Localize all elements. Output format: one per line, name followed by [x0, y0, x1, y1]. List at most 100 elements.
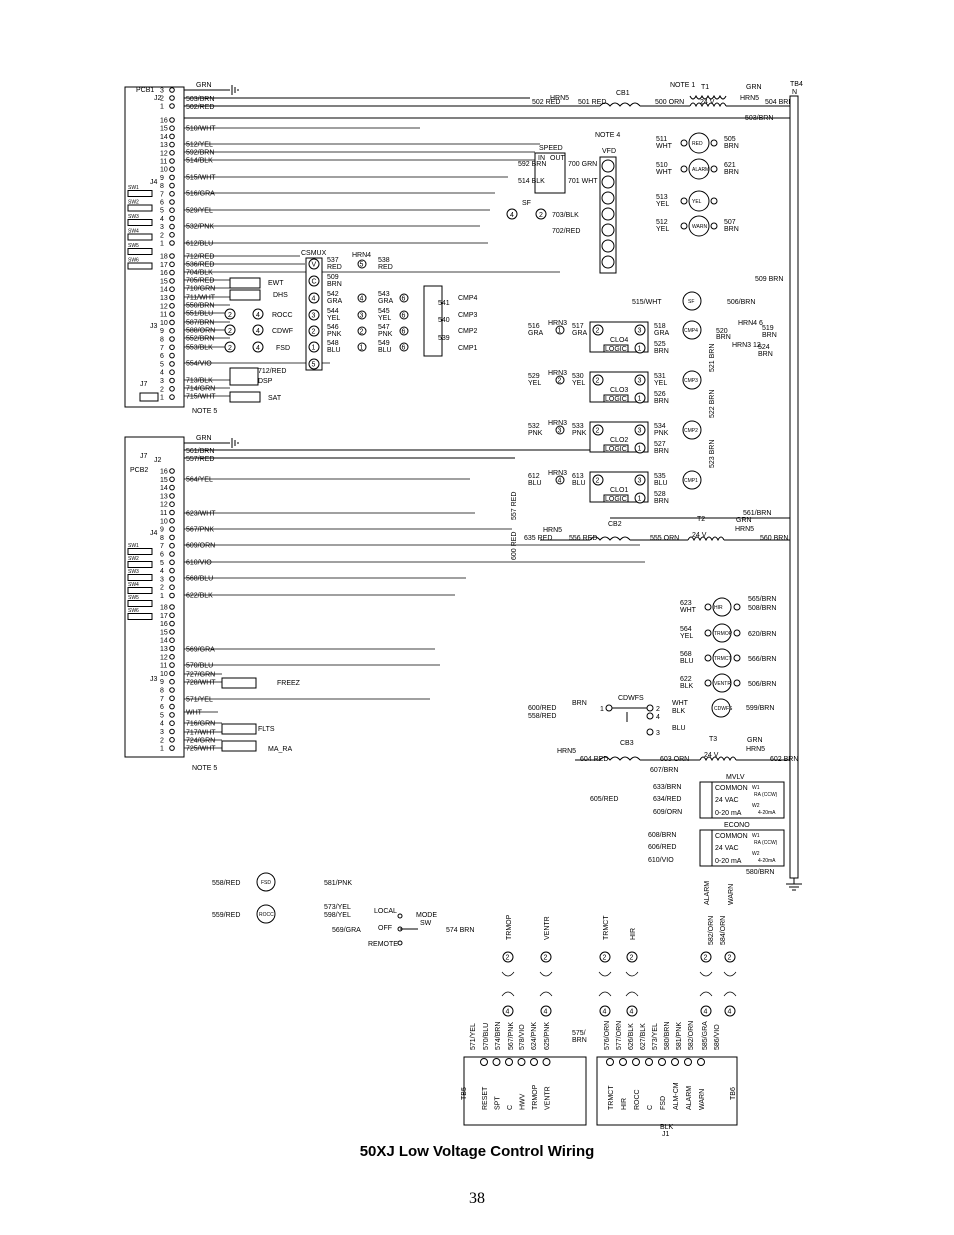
wire-561-brn-right: 561/BRN: [743, 510, 771, 517]
pcb2-label: PCB2: [130, 467, 148, 474]
cmp-mid-num-2: 533: [572, 423, 584, 430]
csmux-hrn4-pin: [357, 310, 367, 320]
csmux-right-col-4: BLU: [378, 347, 392, 354]
pcb1-j3-pin-16: 16: [160, 270, 168, 277]
csmux-hrn4-pin-label-1: 4: [360, 296, 364, 303]
csmux-pin-6: [399, 342, 409, 352]
pcb2-j3-wire-6: 716/GRN: [186, 721, 215, 728]
pcb1-j4-pin-10: 10: [160, 167, 168, 174]
bcomp-name-1: VENTR: [544, 916, 551, 940]
svg-text:SAT: SAT: [268, 395, 282, 402]
csmux-terminal-4: [308, 292, 320, 304]
pcb1-j3-pin-dot: [169, 336, 175, 342]
pcb2-switch-dip[interactable]: [127, 613, 153, 620]
pcb1-j4-pin-6: 6: [160, 200, 164, 207]
svg-text:DHS: DHS: [273, 292, 288, 299]
cmp-pin1-0: 1: [638, 346, 642, 353]
svg-text:2: 2: [228, 345, 232, 352]
tb6-terminal: [645, 1058, 653, 1066]
wire-560-brn: 560 BRN: [760, 535, 788, 542]
rocc-relay: ROCC 559/RED 573/YEL 598/YEL: [212, 904, 351, 924]
pcb1-j4-pin-4: 4: [160, 216, 164, 223]
pcb2-j4-pin-dot: [169, 493, 175, 499]
light-right-num-1: 621: [724, 162, 736, 169]
pcb2-switch-dip[interactable]: [127, 548, 153, 555]
pcb1-j3-wire-1: 536/RED: [186, 262, 214, 269]
bcomp-pin2-2: 2: [603, 955, 607, 962]
mvlv-common: COMMON: [715, 785, 748, 792]
light-name-2: YEL: [692, 199, 702, 205]
csmux-pin-6: [399, 293, 409, 303]
pcb1-j4-pin-dot: [169, 174, 175, 181]
pcb2-j4-pin-12: 12: [160, 502, 168, 509]
pcb2-j4-pin-1: 1: [160, 593, 164, 600]
light-left-num-2: 513: [656, 194, 668, 201]
load-name-2: TRMCT: [714, 656, 732, 662]
tb6-terminal: [684, 1058, 692, 1066]
light-left-col-1: WHT: [656, 169, 673, 176]
pcb2-j4-pin-11: 11: [160, 510, 167, 517]
csmux-hrn4-pin-label-4: 1: [360, 345, 364, 352]
csmux-terminal-label-V: V: [312, 262, 317, 269]
light-left-col-2: YEL: [656, 201, 669, 208]
pcb2-j4-wire-2: 567/PNK: [186, 527, 214, 534]
mvlv-0-20ma: 0-20 mA: [715, 810, 742, 817]
cmp-mid-col-3: BLU: [572, 480, 586, 487]
cmp-hrn-0: HRN3: [548, 320, 567, 327]
pcb1-j2-pin-1: 1: [160, 104, 164, 111]
tb6-terminal: [606, 1058, 614, 1066]
pcb1-j4-pin-dot: [169, 240, 175, 246]
pcb1-j3-pin-dot: [169, 369, 175, 376]
csmux-right-col-3: PNK: [378, 331, 393, 338]
pcb2-switch-dip[interactable]: [127, 587, 153, 594]
pcb2-j4-pin-dot: [169, 468, 175, 474]
cmp-mid-col-0: GRA: [572, 330, 588, 337]
pcb2-switch-dip[interactable]: [127, 561, 153, 568]
pcb1-j3-pin-4: 4: [160, 370, 164, 377]
csmux-right-num-1: 543: [378, 291, 390, 298]
cb2-breaker: [589, 536, 631, 541]
pcb2-switch-dip[interactable]: [127, 600, 153, 607]
pcb1-j3-pin-dot: [169, 294, 175, 301]
pcb1-switch-dip[interactable]: [127, 248, 153, 255]
pcb1-switch-dip[interactable]: [127, 219, 153, 226]
pcb1-switch-dip[interactable]: [127, 262, 153, 270]
csmux-terminal-2: [308, 325, 320, 337]
flts-sensor: FLTS: [221, 723, 275, 735]
pcb2-switch-dip[interactable]: [127, 574, 153, 581]
pcb2-j7-label: J7: [140, 453, 148, 460]
tb6-terminal-alm-cm: ALM-CM: [673, 1082, 680, 1110]
csmux-cmp1: CMP1: [458, 345, 478, 352]
pcb2-j4-label: J4: [150, 530, 158, 537]
pcb1-j4-pin-16: 16: [160, 118, 168, 125]
pcb1-switch-dip[interactable]: [127, 233, 153, 241]
pcb1-switch-sw1: SW1: [128, 185, 139, 191]
pcb1-j3-pin-17: 17: [160, 262, 168, 269]
bcomp-name-5: WARN: [728, 884, 735, 905]
pcb1-j3-pin-dot: [169, 394, 175, 400]
cmp-hrn-1: HRN3: [548, 370, 567, 377]
pcb1-j3-pin-dot: [169, 319, 175, 326]
wire-580-brn: 580/BRN: [746, 869, 774, 876]
pcb1-switch-dip[interactable]: [127, 190, 153, 197]
wire-607-brn: 607/BRN: [650, 767, 678, 774]
csmux-terminal-label-5: 5: [312, 362, 316, 369]
pcb2-j3-pin-18: 18: [160, 605, 168, 612]
cmp-out-num-3: 535: [654, 473, 666, 480]
pcb2-j3-wire-5: WHT: [186, 710, 203, 717]
bcomp-pin4-1: 4: [544, 1009, 548, 1016]
wire-592-brn: 592 BRN: [518, 161, 546, 168]
pcb2-j3-pin-dot: [169, 712, 175, 718]
pcb1-j4-wire-1: 512/YEL: [186, 142, 213, 149]
cmp-out-num-2: 534: [654, 423, 666, 430]
pcb1-switch-dip[interactable]: [127, 204, 153, 212]
